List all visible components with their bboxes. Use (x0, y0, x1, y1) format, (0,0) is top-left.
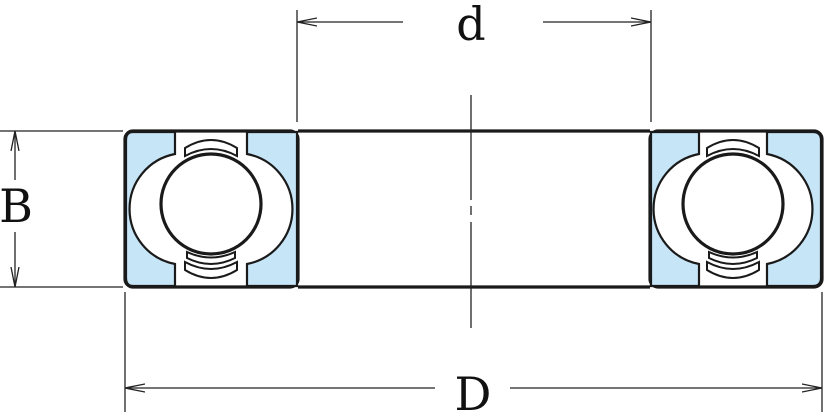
width-dimension-B: B (0, 130, 123, 288)
outer-diameter-dimension-D: D (124, 292, 823, 416)
left-outer-ring (124, 130, 177, 288)
left-inner-ring (245, 130, 299, 288)
right-cage-bottom (706, 250, 760, 279)
bearing-body (298, 129, 650, 289)
d-label: d (456, 0, 485, 51)
D-label: D (455, 367, 492, 416)
right-section (648, 129, 824, 289)
right-outer-ring (765, 130, 823, 288)
B-label: B (0, 179, 33, 233)
left-cage-bottom (184, 250, 238, 279)
right-inner-ring (649, 130, 701, 288)
left-section (123, 129, 300, 289)
left-ball (159, 152, 263, 256)
bore-dimension-d: d (296, 0, 652, 122)
right-ball (681, 152, 785, 256)
